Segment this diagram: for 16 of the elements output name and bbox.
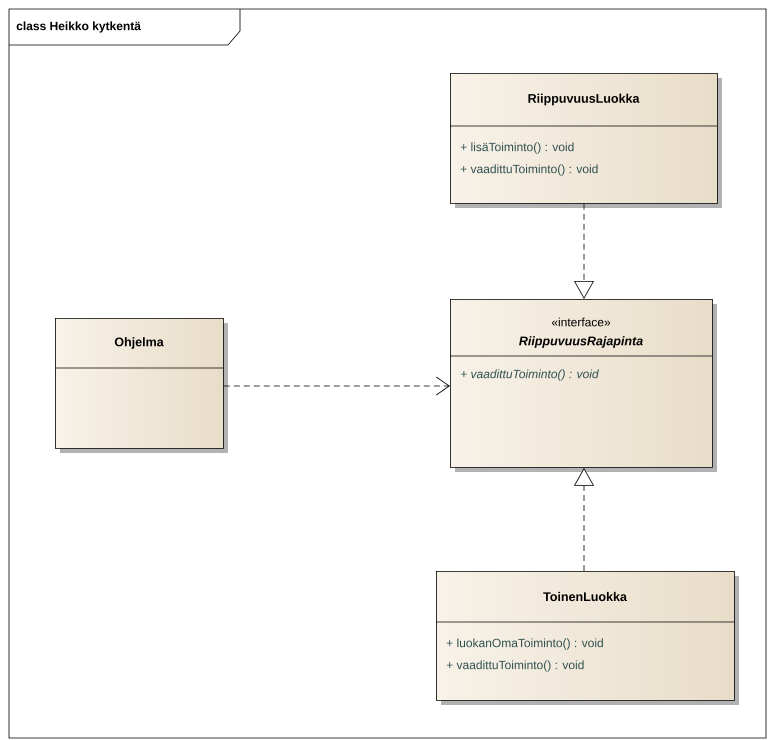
operation: + luokanOmaToiminto() : void	[446, 638, 603, 650]
class-name: RiippuvuusLuokka	[528, 94, 640, 106]
stereotype: «interface»	[552, 318, 610, 326]
class-name: ToinenLuokka	[543, 592, 627, 602]
class-box	[450, 73, 722, 208]
operation: + vaadittuToiminto() : void	[460, 369, 599, 381]
operation: + vaadittuToiminto() : void	[446, 660, 584, 672]
interface-name: RiippuvuusRajapinta	[519, 336, 643, 348]
operation: + vaadittuToiminto() : void	[460, 164, 598, 176]
class-box	[54, 318, 228, 453]
dependency-arrow	[223, 376, 450, 396]
operation: + lisäToiminto() : void	[460, 142, 574, 154]
class-name: Ohjelma	[114, 337, 164, 349]
interface-box	[450, 299, 717, 472]
class-box	[436, 571, 739, 705]
diagram-title: class Heikko kytkentä	[16, 21, 141, 33]
